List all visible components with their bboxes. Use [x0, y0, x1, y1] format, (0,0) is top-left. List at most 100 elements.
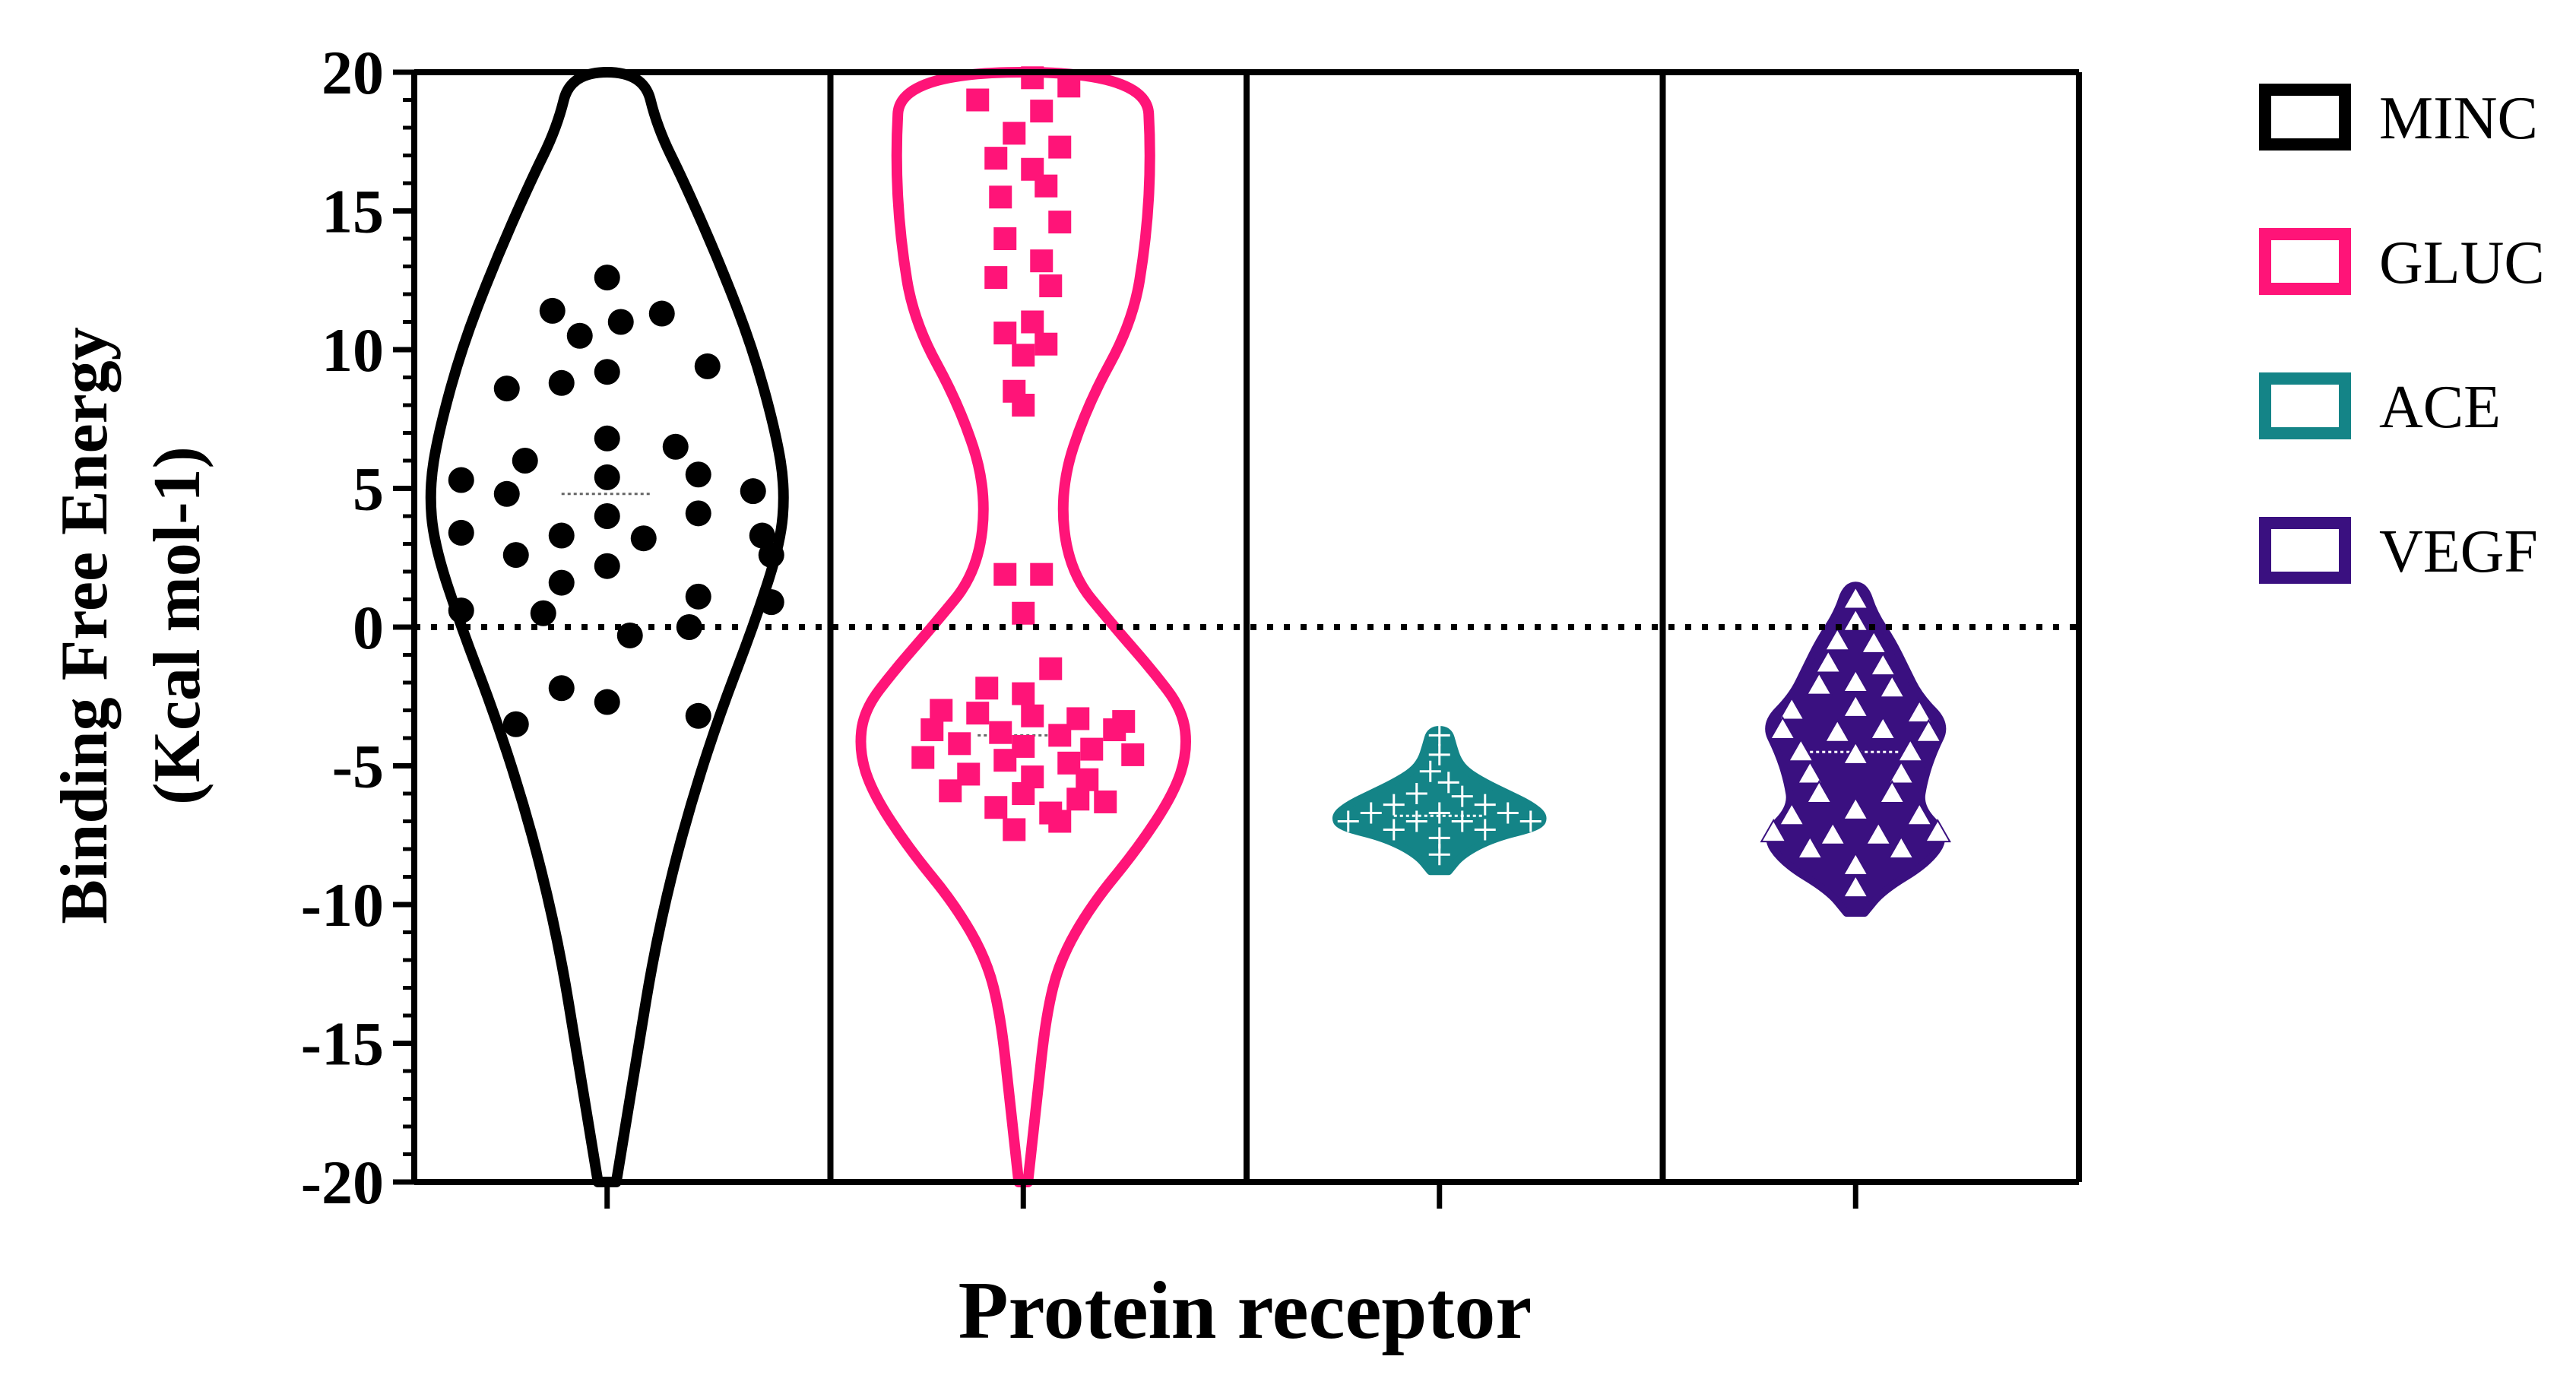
- y-tick-label: 0: [353, 593, 384, 662]
- point-minc: [685, 500, 711, 527]
- point-vegf: [1887, 760, 1915, 784]
- legend-swatch-gluc: [2259, 228, 2351, 295]
- y-tick-label: -5: [332, 732, 384, 801]
- point-gluc: [1103, 718, 1126, 742]
- point-minc: [685, 583, 711, 610]
- legend-label-gluc: GLUC: [2379, 230, 2545, 296]
- point-gluc: [1035, 174, 1058, 198]
- point-gluc: [1012, 394, 1035, 417]
- point-ace: [1405, 783, 1427, 804]
- point-gluc: [1048, 211, 1072, 234]
- point-gluc: [993, 562, 1017, 586]
- point-ace: [1428, 802, 1450, 824]
- point-gluc: [1003, 818, 1026, 841]
- point-minc: [548, 675, 575, 702]
- point-minc: [448, 597, 474, 624]
- point-minc: [530, 600, 556, 626]
- point-vegf: [1906, 699, 1933, 724]
- point-minc: [758, 589, 784, 616]
- point-ace: [1519, 810, 1541, 832]
- point-gluc: [1021, 310, 1044, 334]
- point-vegf: [1842, 796, 1869, 820]
- point-gluc: [966, 702, 990, 725]
- point-ace: [1428, 743, 1450, 765]
- point-minc: [685, 702, 711, 729]
- point-vegf: [1878, 674, 1906, 699]
- point-minc: [662, 433, 689, 460]
- point-gluc: [939, 779, 962, 803]
- point-ace: [1451, 810, 1473, 832]
- point-vegf: [1869, 652, 1896, 677]
- point-minc: [594, 689, 620, 715]
- point-gluc: [1030, 562, 1054, 586]
- point-minc: [594, 359, 620, 385]
- point-minc: [566, 322, 593, 349]
- legend-label-minc: MINC: [2379, 85, 2538, 152]
- point-minc: [493, 376, 520, 402]
- point-vegf: [1769, 716, 1796, 740]
- point-ace: [1437, 772, 1459, 794]
- point-minc: [594, 503, 620, 529]
- point-gluc: [1012, 344, 1035, 367]
- point-vegf: [1869, 716, 1896, 740]
- point-gluc: [984, 147, 1008, 170]
- point-gluc: [1030, 100, 1054, 123]
- point-gluc: [930, 699, 953, 722]
- point-gluc: [989, 185, 1012, 209]
- point-minc: [502, 711, 529, 737]
- point-gluc: [1048, 135, 1072, 159]
- point-ace: [1474, 819, 1496, 841]
- point-ace: [1451, 785, 1473, 807]
- point-ace: [1383, 819, 1405, 841]
- point-gluc: [1012, 601, 1035, 625]
- point-minc: [694, 353, 721, 379]
- point-minc: [685, 461, 711, 488]
- point-minc: [676, 614, 702, 640]
- point-vegf: [1823, 718, 1851, 743]
- point-vegf: [1778, 802, 1805, 826]
- point-vegf: [1878, 779, 1906, 803]
- point-vegf: [1796, 835, 1823, 859]
- point-gluc: [1039, 657, 1063, 680]
- violin-ace: [1332, 726, 1547, 876]
- legend-swatch-ace: [2259, 372, 2351, 439]
- y-tick-label: -15: [301, 1009, 384, 1079]
- point-ace: [1383, 794, 1405, 816]
- point-gluc: [1057, 74, 1081, 98]
- point-vegf: [1860, 629, 1887, 654]
- point-gluc: [993, 227, 1017, 250]
- panel-separators: [827, 72, 1666, 1182]
- point-gluc: [966, 88, 990, 112]
- point-minc: [539, 297, 566, 324]
- point-gluc: [989, 721, 1012, 744]
- point-gluc: [1121, 743, 1145, 766]
- point-minc: [548, 569, 575, 596]
- y-tick-label: -10: [301, 870, 384, 940]
- point-gluc: [1048, 810, 1072, 833]
- point-gluc: [1066, 787, 1090, 811]
- point-minc: [749, 522, 775, 549]
- point-minc: [594, 553, 620, 579]
- violin-minc: [425, 67, 789, 1187]
- point-minc: [648, 300, 675, 327]
- point-vegf: [1805, 779, 1833, 803]
- point-vegf: [1787, 738, 1814, 762]
- point-gluc: [1003, 122, 1026, 145]
- point-minc: [448, 519, 474, 546]
- point-ace: [1405, 810, 1427, 832]
- point-vegf: [1823, 627, 1851, 651]
- point-gluc: [993, 322, 1017, 345]
- point-minc: [630, 525, 657, 552]
- point-gluc: [1080, 737, 1104, 761]
- point-vegf: [1865, 821, 1892, 845]
- x-ticks: [604, 1182, 1858, 1209]
- y-tick-label: 10: [322, 315, 384, 385]
- point-minc: [594, 265, 620, 291]
- point-vegf: [1906, 802, 1933, 826]
- y-tick-label: 5: [353, 455, 384, 524]
- point-vegf: [1814, 649, 1842, 673]
- point-minc: [502, 542, 529, 569]
